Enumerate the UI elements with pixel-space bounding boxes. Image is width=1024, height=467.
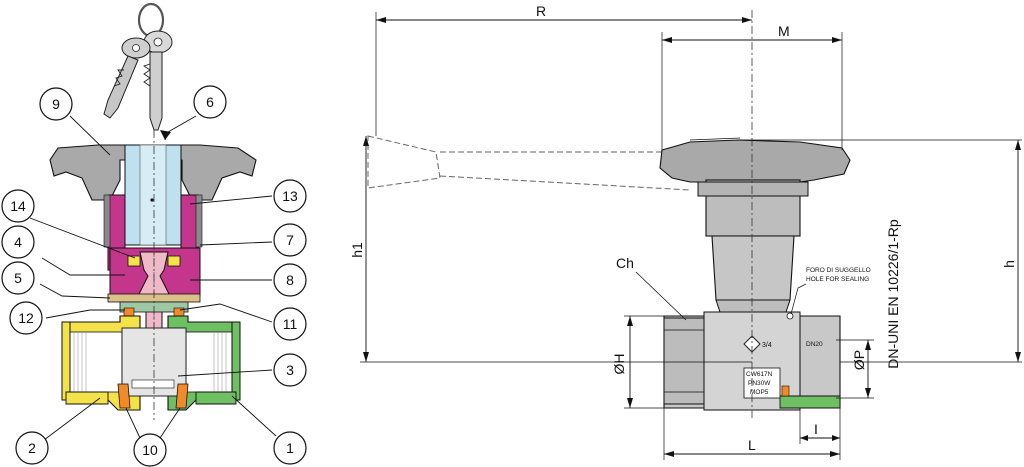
section-view: 9 6 14 13 4 7 5 8 12 11 3 2 10 1 (1, 2, 307, 467)
dim-M: M (778, 23, 790, 39)
svg-text:7: 7 (286, 232, 294, 248)
callout-10: 10 (133, 433, 167, 467)
callout-6: 6 (193, 85, 227, 119)
dim-H: ØH (611, 354, 627, 375)
callout-13: 13 (273, 179, 307, 213)
svg-text:6: 6 (206, 94, 214, 110)
svg-text:10: 10 (142, 442, 158, 458)
size-marking: 3/4 (762, 342, 772, 349)
handle-section (49, 144, 257, 201)
callout-2: 2 (15, 431, 49, 465)
dim-h: h (1001, 260, 1017, 268)
dim-R: R (536, 3, 546, 19)
callout-7: 7 (273, 223, 307, 257)
dn-marking: DN20 (806, 341, 823, 348)
callout-9: 9 (39, 87, 73, 121)
callout-3: 3 (273, 353, 307, 387)
dimension-view: 3/4 DN20 CW617N PN30W MOP5 FORO DI SUGGE… (349, 3, 1022, 460)
callout-14: 14 (1, 189, 35, 223)
dim-L: L (748, 437, 756, 453)
svg-text:8: 8 (286, 272, 294, 288)
dim-Ch: Ch (616, 255, 634, 271)
dim-P: ØP (851, 350, 867, 370)
svg-text:13: 13 (282, 188, 298, 204)
svg-text:1: 1 (286, 440, 294, 456)
dim-h1: h1 (349, 242, 365, 258)
callout-1: 1 (273, 431, 307, 465)
svg-text:14: 14 (10, 198, 26, 214)
svg-text:11: 11 (283, 316, 298, 332)
sealing-hole-label-en: HOLE FOR SEALING (806, 276, 869, 283)
marking-material: CW617N (746, 371, 773, 378)
callout-4: 4 (1, 225, 35, 259)
marking-pressure: PN30W (748, 380, 771, 387)
svg-text:3: 3 (286, 362, 294, 378)
svg-text:9: 9 (52, 96, 60, 112)
sealing-hole-label-it: FORO DI SUGGELLO (806, 267, 871, 274)
marking-mop: MOP5 (750, 389, 769, 396)
dim-I: I (814, 421, 818, 437)
svg-text:12: 12 (18, 310, 34, 326)
svg-text:4: 4 (14, 234, 22, 250)
keys-illustration (103, 2, 173, 131)
callout-5: 5 (1, 261, 35, 295)
thread-standard: DN-UNI EN 10226/1-Rp (885, 219, 901, 369)
svg-text:2: 2 (28, 440, 36, 456)
callout-8: 8 (273, 263, 307, 297)
svg-text:5: 5 (14, 270, 22, 286)
callout-11: 11 (273, 307, 307, 341)
handle (659, 139, 851, 183)
callout-12: 12 (9, 301, 43, 335)
